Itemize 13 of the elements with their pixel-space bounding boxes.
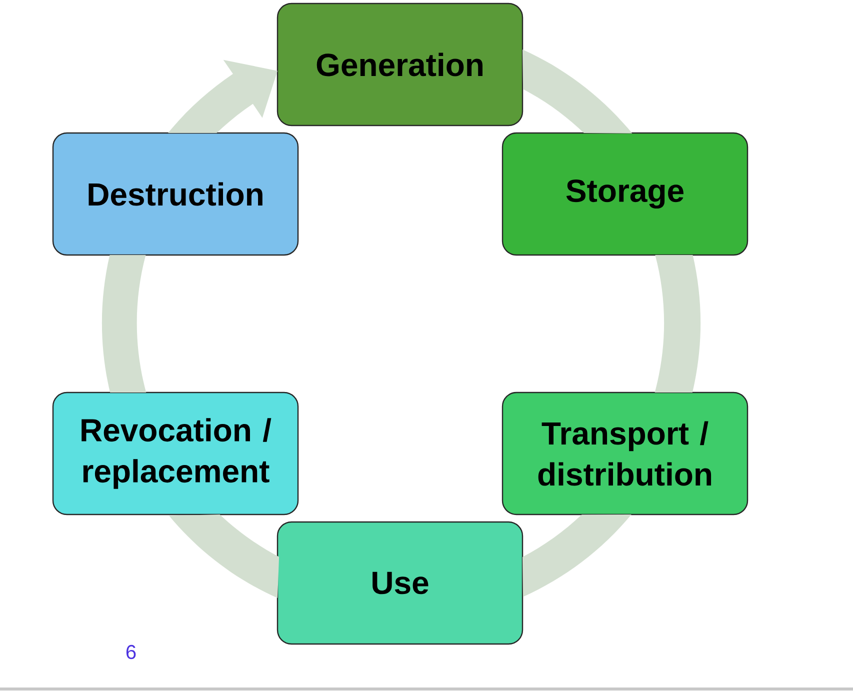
process-box: Destruction <box>52 132 299 256</box>
cycle-arrow <box>522 49 632 134</box>
cycle-arrow <box>168 60 278 133</box>
cycle-arrow <box>102 255 146 392</box>
process-box: Revocation / replacement <box>52 392 299 516</box>
process-box: Generation <box>276 2 524 126</box>
process-box: Use <box>276 521 524 645</box>
cycle-arrow <box>522 514 632 597</box>
cycle-arrow <box>169 514 280 598</box>
process-box: Storage <box>502 132 748 256</box>
cycle-arrow <box>654 255 701 392</box>
process-box: Transport / distribution <box>502 392 748 516</box>
page-number: 6 <box>126 644 136 660</box>
